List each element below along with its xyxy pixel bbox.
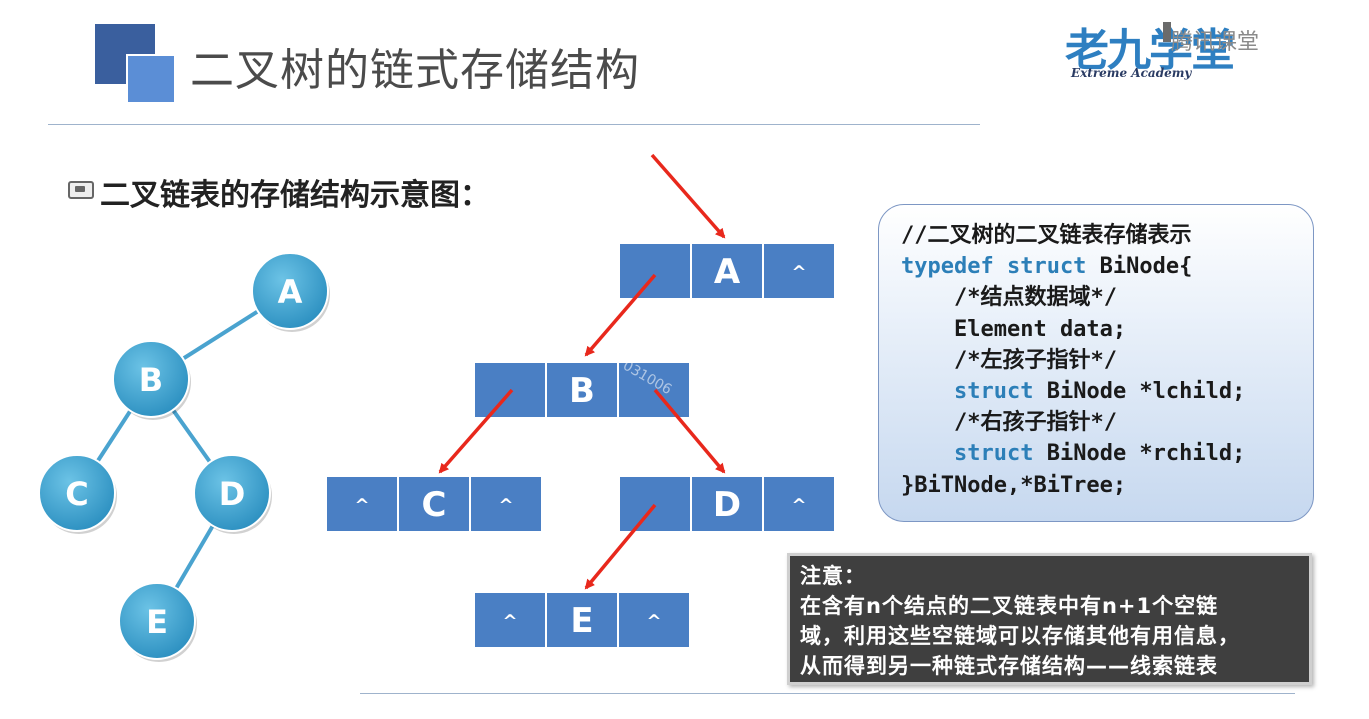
code-line: struct BiNode *rchild; — [901, 441, 1245, 467]
logo-sub-text: Extreme Academy — [1071, 66, 1192, 80]
tree-node-label: E — [146, 603, 168, 641]
tree-node-label: B — [139, 361, 163, 399]
linked-data-label: B — [569, 371, 595, 411]
tree-node-circle — [118, 582, 196, 660]
linked-node-a: A^ — [618, 242, 836, 300]
code-text: Element data; — [901, 316, 1127, 342]
null-pointer-left: ^ — [502, 611, 517, 632]
note-line: 域，利用这些空链域可以存储其他有用信息， — [800, 624, 1240, 648]
tree-node-label: D — [219, 475, 246, 513]
page-title: 二叉树的链式存储结构 — [190, 45, 640, 96]
tree-node-d: D — [193, 454, 272, 534]
linked-cell-left — [618, 475, 692, 533]
tree-node-e: E — [118, 582, 197, 662]
arrow-d-to-e — [584, 503, 657, 590]
tree-node-label: A — [278, 273, 303, 311]
title-divider — [48, 124, 980, 125]
null-pointer-left: ^ — [354, 495, 369, 516]
code-keyword: typedef struct — [901, 254, 1087, 280]
code-line: /*右孩子指针*/ — [901, 410, 1117, 436]
bullet-icon — [68, 181, 94, 199]
linked-cell-data — [545, 361, 619, 419]
code-line: }BiTNode,*BiTree; — [901, 473, 1126, 499]
code-line: /*左孩子指针*/ — [901, 348, 1117, 374]
title-decoration-accent — [126, 54, 176, 104]
linked-cell-right — [469, 475, 543, 533]
code-text — [901, 441, 954, 466]
tree-node-circle — [112, 340, 190, 418]
tree-node-circle — [251, 252, 329, 330]
note-line: 在含有n个结点的二叉链表中有n+1个空链 — [800, 594, 1219, 618]
null-pointer-right: ^ — [498, 495, 513, 516]
code-text: BiNode *rchild; — [1033, 441, 1246, 467]
code-line: /*结点数据域*/ — [901, 285, 1117, 311]
null-pointer-right: ^ — [791, 495, 806, 516]
code-keyword: struct — [953, 441, 1034, 467]
note-line: 从而得到另一种链式存储结构——线索链表 — [800, 654, 1218, 678]
linked-node-c: ^ C ^ — [325, 475, 543, 533]
code-line: Element data; — [901, 317, 1126, 343]
null-pointer-right: ^ — [646, 611, 661, 632]
tree-node-circle — [193, 454, 271, 532]
linked-cell-left — [473, 591, 547, 649]
linked-data-label: D — [713, 485, 741, 525]
linked-data-label: A — [714, 252, 741, 292]
tree-node-b: B — [112, 340, 191, 420]
code-text: /*左孩子指针*/ — [901, 347, 1117, 373]
linked-cell-data — [545, 591, 619, 649]
tree-node-c: C — [38, 454, 117, 534]
tree-node-circle — [38, 454, 116, 532]
note-box: 注意： 在含有n个结点的二叉链表中有n+1个空链域，利用这些空链域可以存储其他有用… — [787, 553, 1312, 685]
linked-data-label: E — [570, 601, 593, 641]
code-text: //二叉树的二叉链表存储表示 — [901, 223, 1192, 248]
linked-cell-left — [618, 242, 692, 300]
linked-node-d: D^ — [618, 475, 836, 533]
code-line: typedef struct BiNode{ — [901, 254, 1192, 280]
code-text: BiNode{ — [1086, 254, 1193, 280]
arrow-root — [650, 153, 726, 239]
arrow-b-to-c — [438, 388, 514, 474]
null-pointer-right: ^ — [791, 262, 806, 283]
linked-data-label: C — [422, 485, 447, 525]
linked-cell-data — [690, 475, 764, 533]
code-text: /*结点数据域*/ — [901, 285, 1117, 311]
code-line: struct BiNode *lchild; — [901, 379, 1245, 405]
logo-overlay-text: 腾讯课堂 — [1171, 30, 1260, 55]
section-heading: 二叉链表的存储结构示意图： — [100, 178, 490, 213]
note-title: 注意： — [800, 564, 866, 588]
code-text: }BiTNode,*BiTree; — [901, 472, 1127, 498]
bottom-divider — [360, 693, 1295, 694]
linked-cell-right — [617, 361, 691, 419]
arrow-a-to-b — [584, 273, 657, 357]
linked-node-e: ^ E ^ — [473, 591, 691, 649]
logo-main-text: 老九学堂 — [1065, 25, 1235, 76]
linked-cell-right — [762, 242, 836, 300]
linked-cell-left — [325, 475, 399, 533]
code-line: //二叉树的二叉链表存储表示 — [901, 223, 1192, 249]
code-text — [901, 379, 954, 404]
arrow-b-to-d — [653, 388, 726, 474]
code-text: BiNode *lchild; — [1033, 379, 1246, 404]
linked-cell-data — [397, 475, 471, 533]
logo: 老九学堂 Extreme Academy 腾讯课堂 — [1063, 14, 1353, 84]
logo-overlay-icon — [1163, 22, 1171, 42]
linked-cell-right — [762, 475, 836, 533]
code-box: //二叉树的二叉链表存储表示 typedef struct BiNode{ /*结… — [878, 204, 1314, 522]
code-text: /*右孩子指针*/ — [901, 410, 1117, 436]
code-keyword: struct — [953, 379, 1034, 404]
tree-node-a: A — [251, 252, 330, 332]
linked-cell-right — [617, 591, 691, 649]
tree-node-label: C — [65, 475, 88, 513]
